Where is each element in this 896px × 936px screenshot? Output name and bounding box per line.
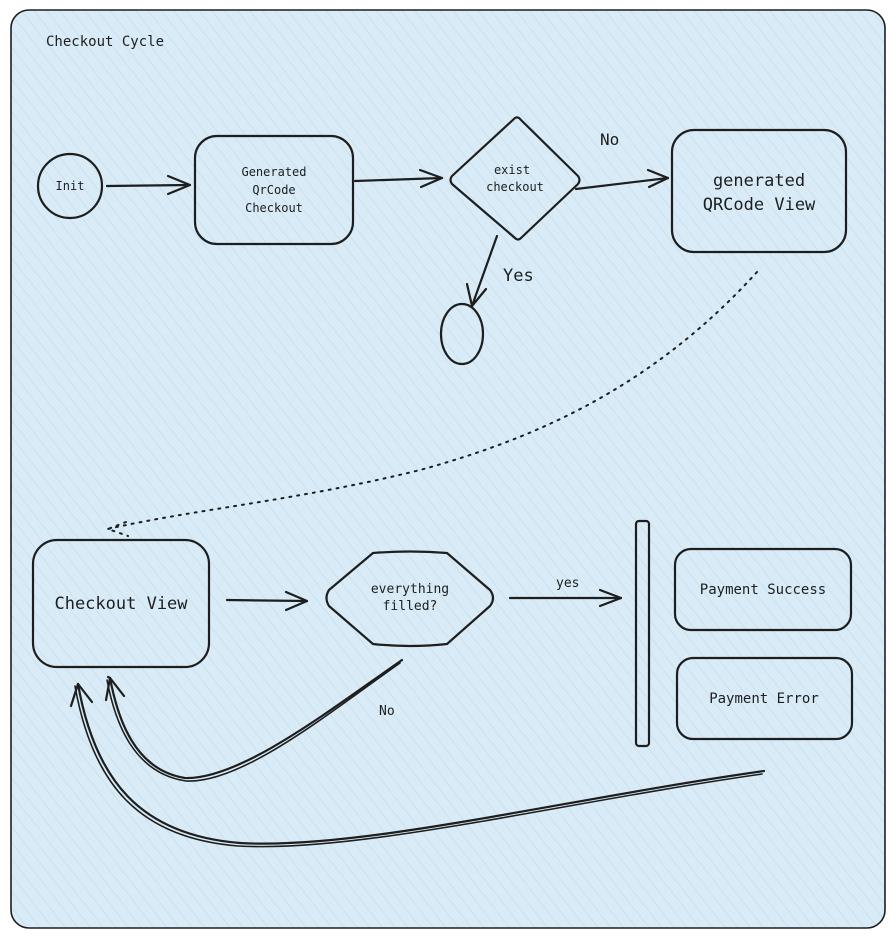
exist-checkout-line-2: checkout	[486, 180, 544, 194]
frame-title: Checkout Cycle	[46, 34, 164, 50]
edge-label-yes-top: Yes	[503, 266, 534, 286]
exist-checkout-diamond	[449, 116, 581, 241]
edge-label-no-top: No	[600, 130, 619, 149]
frame	[10, 9, 886, 929]
everything-filled-line-1: everything	[371, 582, 449, 597]
generated-qrcode-checkout-box	[193, 134, 355, 246]
arrow-filled-to-fork	[508, 588, 623, 608]
init-node: Init	[36, 152, 104, 220]
exist-checkout-node: exist checkout	[449, 116, 581, 241]
everything-filled-diamond	[325, 550, 495, 648]
arrow-generated-to-exist	[353, 168, 444, 189]
payment-error-label: Payment Error	[709, 691, 819, 707]
arrow-payment-error-to-checkout-view	[69, 682, 766, 848]
frame-border	[10, 9, 886, 929]
arrow-filled-no-to-checkout-view	[104, 658, 404, 782]
fork-bar	[634, 519, 651, 748]
edge-label-yes-bottom: yes	[556, 576, 579, 591]
checkout-view-box	[31, 538, 211, 669]
everything-filled-line-2: filled?	[383, 599, 438, 614]
generated-qrcode-checkout-line-1: Generated	[241, 165, 306, 179]
generated-qrcode-view-box	[670, 128, 848, 254]
checkout-view-label: Checkout View	[54, 594, 188, 614]
exist-checkout-line-1: exist	[494, 163, 530, 177]
generated-qrcode-view-line-2: QRCode View	[703, 195, 816, 215]
generated-qrcode-view-node: generated QRCode View	[670, 128, 848, 254]
arrow-exist-to-generated-view	[574, 168, 670, 191]
init-circle	[36, 152, 104, 220]
arrow-init-to-generated	[105, 174, 192, 196]
payment-error-node: Payment Error	[675, 656, 854, 741]
end-circle	[439, 302, 485, 366]
init-label: Init	[56, 179, 85, 193]
arrow-checkout-view-to-filled	[225, 590, 309, 612]
payment-error-box	[675, 656, 854, 741]
payment-success-node: Payment Success	[673, 547, 853, 632]
edge-label-no-bottom: No	[379, 704, 395, 719]
payment-success-box	[673, 547, 853, 632]
everything-filled-node: everything filled?	[325, 550, 495, 648]
payment-success-label: Payment Success	[700, 582, 826, 598]
frame-hatch	[11, 10, 885, 928]
generated-qrcode-checkout-line-3: Checkout	[245, 201, 303, 215]
generated-qrcode-checkout-node: Generated QrCode Checkout	[193, 134, 355, 246]
arrow-exist-to-end	[465, 234, 499, 308]
generated-qrcode-view-line-1: generated	[713, 171, 805, 191]
dotted-arrow-generated-view-to-checkout-view	[105, 271, 758, 537]
generated-qrcode-checkout-line-2: QrCode	[252, 183, 295, 197]
checkout-view-node: Checkout View	[31, 538, 211, 669]
